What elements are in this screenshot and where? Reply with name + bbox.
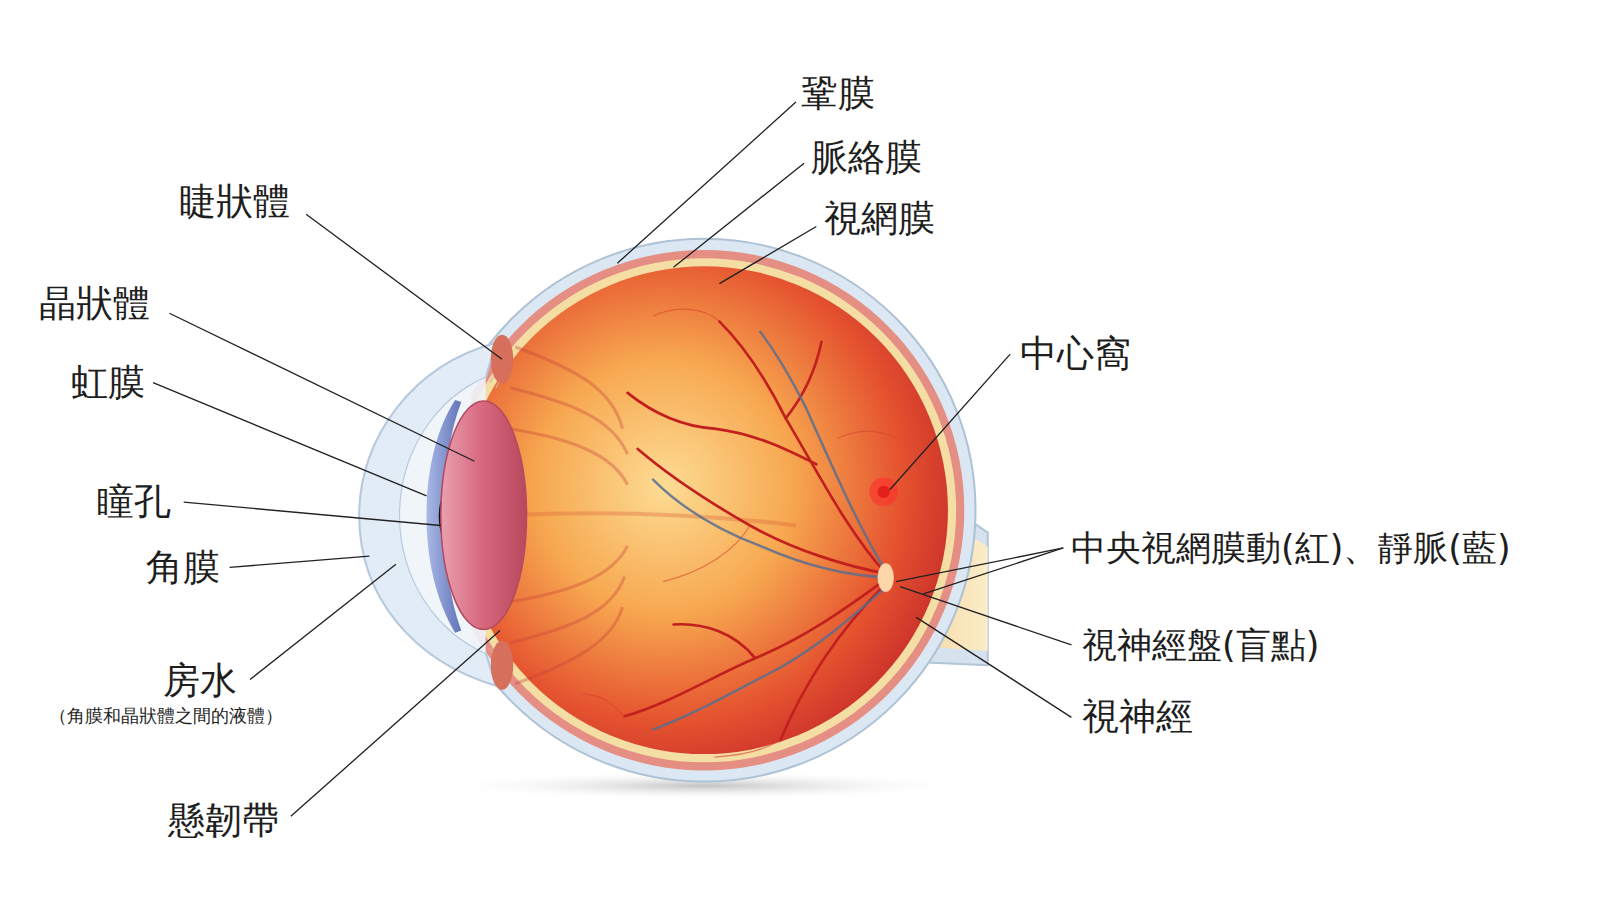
part-label: 鞏膜 [801, 72, 875, 116]
part-label: 睫狀體 [179, 180, 290, 224]
part-label: 視神經盤(盲點) [1082, 624, 1319, 666]
part-label: 角膜 [146, 546, 220, 590]
part-label: （角膜和晶狀體之間的液體） [49, 705, 283, 727]
part-label: 視神經 [1082, 695, 1193, 739]
part-label: 脈絡膜 [811, 136, 922, 180]
part-label: 中央視網膜動(紅)、靜脈(藍) [1071, 527, 1511, 569]
part-label: 視網膜 [824, 197, 935, 241]
part-label: 懸韌帶 [168, 799, 279, 843]
part-label: 虹膜 [71, 361, 145, 405]
part-label: 瞳孔 [97, 480, 171, 524]
part-label: 晶狀體 [39, 282, 150, 326]
part-label: 中心窩 [1020, 332, 1131, 376]
part-label: 房水 [163, 659, 237, 703]
